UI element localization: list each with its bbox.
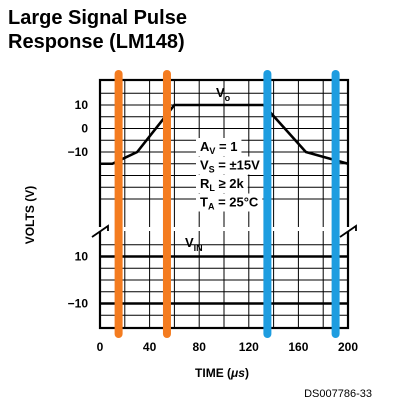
chart-title: Large Signal Pulse Response (LM148) [8,6,187,54]
axis-break-left [91,224,109,238]
y-tick-label: 10 [75,98,89,112]
axis-break-gap [92,227,356,231]
x-tick-label: 120 [239,340,259,354]
y-axis-label: VOLTS (V) [23,186,37,244]
condition-line: TA = 25°C [200,195,259,212]
trace-vo [100,103,349,166]
x-tick-label: 0 [97,340,104,354]
condition-line: VS = ±15V [200,158,260,175]
condition-background [196,175,248,193]
axis-break-right [339,224,357,238]
condition-line: AV = 1 [200,139,237,156]
chart-title-line-2: Response (LM148) [8,31,185,53]
tick-labels: 10 0 −10 10 −10 0 40 80 120 160 200 [68,98,359,354]
x-tick-label: 80 [193,340,207,354]
condition-line: RL ≥ 2k [200,176,244,193]
plot-border [98,78,350,330]
y-tick-label: 0 [81,122,88,136]
highlight-markers [114,70,340,338]
traces [100,103,349,305]
condition-background [196,156,264,175]
y-tick-label: −10 [68,145,89,159]
chart-title-line-1: Large Signal Pulse [8,7,187,29]
x-axis-label: TIME (μs) [195,366,249,380]
x-tick-label: 160 [288,340,308,354]
condition-background [196,138,242,156]
document-code: DS007786-33 [304,388,372,400]
panel-label-vin: VIN [185,235,203,253]
y-tick-label: 10 [75,250,89,264]
plot-frame [91,78,357,330]
condition-background [196,193,263,212]
x-tick-label: 200 [338,340,358,354]
y-tick-label: −10 [68,297,89,311]
panel-label-vo: Vo [216,85,231,103]
x-tick-label: 40 [143,340,157,354]
